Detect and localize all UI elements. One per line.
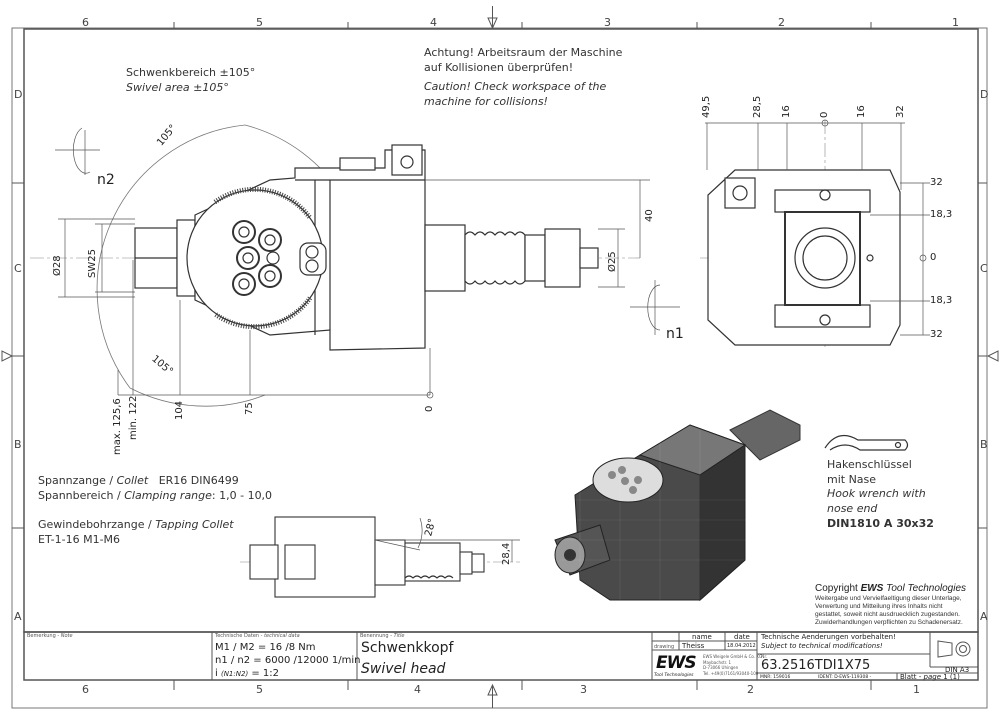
- column-label-5-bottom: 5: [256, 683, 263, 696]
- column-label-3-bottom: 3: [580, 683, 587, 696]
- warning-en-2: machine for collisions!: [424, 95, 548, 108]
- column-label-2-bottom: 2: [747, 683, 754, 696]
- dim-0-label: 0: [424, 405, 435, 412]
- sw25-label: SW25: [87, 249, 98, 278]
- title-block-lines: [23, 631, 979, 681]
- side-top-32: 32: [895, 105, 906, 118]
- wrench-de-2: mit Nase: [827, 473, 877, 486]
- row-label-c-right: C: [980, 262, 988, 275]
- tech-data-label: Technische Daten - technical data: [215, 633, 300, 639]
- max-label: max. 125,6: [112, 398, 123, 455]
- front-dimension-lines: [55, 127, 680, 399]
- col-date-header: date: [734, 633, 750, 641]
- column-label-3: 3: [604, 16, 611, 29]
- copyright-title: Copyright EWS Tool Technologies: [815, 583, 967, 594]
- side-top-28-5: 28,5: [752, 95, 763, 118]
- outer-frame: [11, 27, 988, 709]
- swivel-note-en: Swivel area ±105°: [126, 81, 229, 94]
- mnr-value: MNR: 159016: [760, 675, 791, 680]
- column-label-4: 4: [430, 16, 437, 29]
- dim-104-label: 104: [174, 400, 185, 420]
- side-top-0: 0: [819, 111, 830, 118]
- row-label-a-right: A: [980, 610, 988, 623]
- small-view: [240, 516, 520, 598]
- side-view: [700, 120, 901, 350]
- min-label: min. 122: [128, 395, 139, 440]
- side-dimension-lines: [705, 119, 930, 336]
- side-top-49-5: 49,5: [701, 95, 712, 118]
- wrench-en-2: nose end: [827, 502, 878, 515]
- wrench-en-1: Hook wrench with: [827, 487, 926, 500]
- row-label-a: A: [14, 610, 22, 623]
- clamping-range: Spannbereich / Clamping range: 1,0 - 10,…: [38, 489, 273, 502]
- side-right-18-3-top: 18,3: [930, 209, 953, 220]
- ews-logo-subtitle: Tool Technologies: [654, 673, 694, 678]
- copyright-text: Weitergabe und Vervielfaeltigung dieser …: [815, 595, 963, 626]
- isometric-render: [554, 409, 801, 602]
- small-dimension-lines: [374, 517, 520, 562]
- column-label-1: 1: [952, 16, 959, 29]
- wrench-standard: DIN1810 A 30x32: [827, 517, 934, 530]
- row-label-b-right: B: [980, 438, 988, 451]
- drawing-date: 18.04.2012: [727, 643, 756, 649]
- changes-note-en: Subject to technical modifications!: [761, 642, 883, 650]
- warning-de-1: Achtung! Arbeitsraum der Maschine: [424, 46, 623, 59]
- company-address: EWS Weigele GmbH & Co. KG Maybachstr. 1 …: [703, 654, 763, 676]
- torque-value: M1 / M2 = 16 /8 Nm: [215, 642, 316, 653]
- ident-value: IDENT: D-EWS-119308 -: [818, 675, 872, 680]
- column-label-2: 2: [778, 16, 785, 29]
- row-label-c: C: [14, 262, 22, 275]
- column-label-5: 5: [256, 16, 263, 29]
- front-view: [30, 124, 640, 407]
- centering-marks: [1, 6, 999, 708]
- dim-75-label: 75: [244, 402, 255, 415]
- tapping-collet: Gewindebohrzange / Tapping Collet: [38, 518, 234, 531]
- hook-wrench-icon: [824, 434, 909, 451]
- changes-note-de: Technische Aenderungen vorbehalten!: [761, 633, 896, 641]
- swivel-note-de: Schwenkbereich ±105°: [126, 66, 256, 79]
- warning-de-2: auf Kollisionen überprüfen!: [424, 61, 574, 74]
- row-label-d-right: D: [980, 88, 989, 101]
- small-height-28-4: 28,4: [501, 542, 512, 565]
- row-label-b: B: [14, 438, 22, 451]
- column-label-4-bottom: 4: [414, 683, 421, 696]
- part-number: 63.2516TDI1X75: [761, 658, 871, 673]
- paper-format: DIN A3: [945, 666, 970, 674]
- warning-en-1: Caution! Check workspace of the: [424, 80, 607, 93]
- note-field-label: Bemerkung - Note: [27, 633, 73, 639]
- sheet-number: Blatt - page 1 (1): [900, 673, 960, 681]
- column-label-6-bottom: 6: [82, 683, 89, 696]
- ratio-value: i (N1:N2) = 1:2: [215, 668, 280, 679]
- side-right-18-3-bottom: 18,3: [930, 295, 953, 306]
- column-label-6: 6: [82, 16, 89, 29]
- n2-label: n2: [97, 172, 115, 188]
- diameter-25-label: Ø25: [607, 251, 618, 272]
- collet-spec: Spannzange / Collet ER16 DIN6499: [38, 474, 239, 487]
- row-drawing-label: drawing: [654, 644, 675, 650]
- height-40-label: 40: [644, 209, 655, 222]
- speed-value: n1 / n2 = 6000 /12000 1/min: [215, 655, 361, 666]
- title-de: Schwenkkopf: [361, 640, 454, 656]
- drawer-name: Theiss: [682, 642, 705, 650]
- col-name-header: name: [692, 633, 712, 641]
- ews-logo: EWS: [656, 653, 697, 673]
- column-label-1-bottom: 1: [913, 683, 920, 696]
- title-en: Swivel head: [361, 661, 446, 677]
- side-right-32-top: 32: [930, 177, 943, 188]
- side-top-16-right: 16: [856, 105, 867, 118]
- wrench-de-1: Hakenschlüssel: [827, 458, 912, 471]
- border-ticks: [12, 22, 987, 690]
- tapping-collet-value: ET-1-16 M1-M6: [38, 533, 121, 546]
- diameter-28-label: Ø28: [52, 255, 63, 276]
- side-top-16-left: 16: [781, 105, 792, 118]
- nr-label: Nr.: [761, 655, 768, 660]
- side-right-0: 0: [930, 252, 937, 263]
- row-label-d: D: [14, 88, 23, 101]
- side-right-32-bottom: 32: [930, 329, 943, 340]
- n1-label: n1: [666, 326, 684, 342]
- title-field-label: Benennung - Title: [360, 633, 405, 639]
